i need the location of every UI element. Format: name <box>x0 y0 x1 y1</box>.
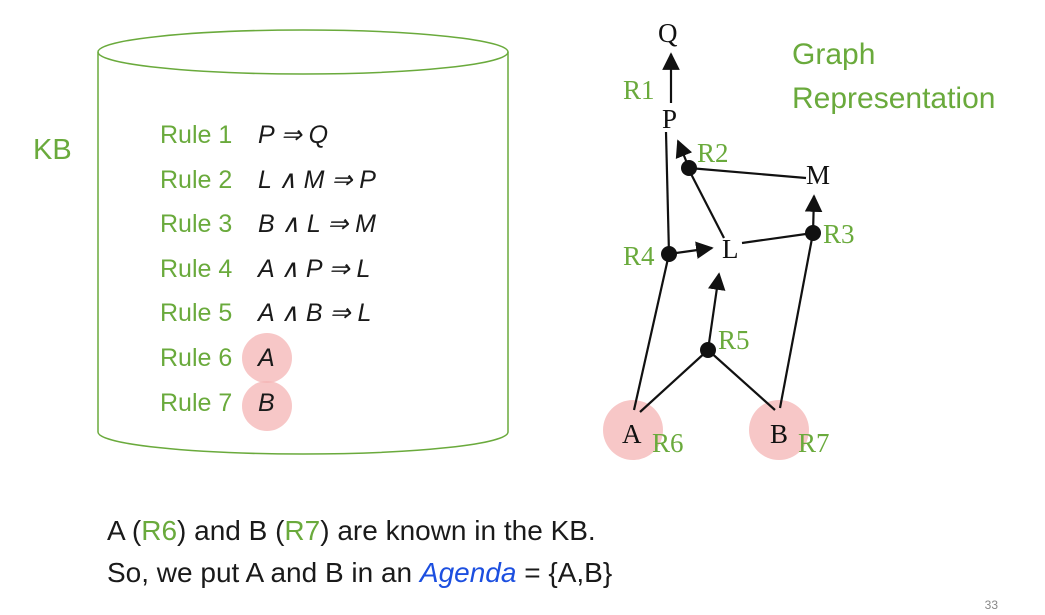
rule-list: Rule 1 P ⇒ Q Rule 2 L ∧ M ⇒ P Rule 3 B ∧ L … <box>160 113 376 431</box>
caption-rule-ref: R7 <box>284 515 321 546</box>
node-m: M <box>806 160 830 190</box>
rule-3: Rule 3 B ∧ L ⇒ M <box>160 202 376 247</box>
rule-name: Rule 2 <box>160 165 233 194</box>
label-r1: R1 <box>623 75 655 105</box>
caption: A (R6) and B (R7) are known in the KB. S… <box>107 510 612 594</box>
page-number: 33 <box>984 598 998 612</box>
label-r5: R5 <box>718 325 750 355</box>
rule-formula: A <box>258 343 275 372</box>
label-r4: R4 <box>623 241 655 271</box>
graph-title-line-1: Graph <box>792 38 876 71</box>
label-r2: R2 <box>697 138 729 168</box>
rule-formula: A ∧ B ⇒ L <box>258 299 372 328</box>
edge-l-r3 <box>741 231 814 245</box>
r2-dot <box>681 160 697 176</box>
agenda-term: Agenda <box>419 557 517 588</box>
caption-text: ) and B ( <box>177 515 285 546</box>
fact-highlight-b <box>749 400 809 460</box>
rule-formula: P ⇒ Q <box>258 121 329 149</box>
caption-line-1: A (R6) and B (R7) are known in the KB. <box>107 510 612 552</box>
rule-1: Rule 1 P ⇒ Q <box>160 113 376 158</box>
label-r7: R7 <box>798 428 830 458</box>
fact-highlight-a <box>603 400 663 460</box>
rule-7: Rule 7 B <box>160 380 376 431</box>
node-b: B <box>770 419 788 449</box>
edge-b-r5 <box>707 349 776 411</box>
caption-text: ) are known in the KB. <box>320 515 596 546</box>
graph-title: Graph Representation <box>792 33 995 121</box>
rule-4: Rule 4 A ∧ P ⇒ L <box>160 247 376 292</box>
caption-text: So, we put A and B in an <box>107 557 420 588</box>
edge-b-r3 <box>778 232 815 409</box>
rule-formula: L ∧ M ⇒ P <box>258 165 376 194</box>
kb-label: KB <box>33 134 72 166</box>
rule-name: Rule 3 <box>160 210 233 239</box>
edge-p-r4 <box>664 131 671 255</box>
rule-formula: A ∧ P ⇒ L <box>258 254 371 283</box>
rule-name: Rule 7 <box>160 388 233 417</box>
graph-title-line-2: Representation <box>792 82 996 115</box>
rule-6: Rule 6 A <box>160 332 376 383</box>
node-l: L <box>722 234 739 264</box>
rule-name: Rule 5 <box>160 299 233 328</box>
edge-m-r2 <box>688 166 807 180</box>
edge-a-r5 <box>639 349 709 413</box>
rule-formula: B ∧ L ⇒ M <box>258 210 376 239</box>
label-r3: R3 <box>823 219 855 249</box>
caption-line-2: So, we put A and B in an Agenda = {A,B} <box>107 552 612 594</box>
rule-2: Rule 2 L ∧ M ⇒ P <box>160 158 376 203</box>
rule-name: Rule 4 <box>160 254 233 283</box>
caption-text: A ( <box>107 515 142 546</box>
edge-r5-l <box>706 272 726 351</box>
r3-dot <box>805 225 821 241</box>
node-q: Q <box>658 18 678 48</box>
r5-dot <box>700 342 716 358</box>
label-r6: R6 <box>652 428 684 458</box>
r4-dot <box>661 246 677 262</box>
rule-5: Rule 5 A ∧ B ⇒ L <box>160 291 376 336</box>
rule-name: Rule 1 <box>160 121 233 149</box>
rule-formula: B <box>258 388 275 417</box>
caption-rule-ref: R6 <box>141 515 178 546</box>
rule-name: Rule 6 <box>160 343 233 372</box>
node-p: P <box>662 104 677 134</box>
edge-a-r4 <box>632 253 671 411</box>
edge-l-r2 <box>688 169 725 239</box>
caption-text: = {A,B} <box>516 557 613 588</box>
node-a: A <box>622 419 642 449</box>
